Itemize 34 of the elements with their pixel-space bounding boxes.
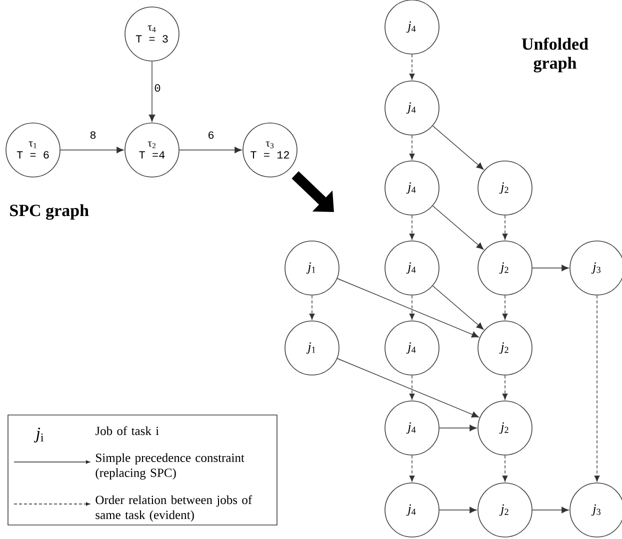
arrow	[148, 61, 156, 122]
arrow	[60, 146, 124, 154]
arrow	[336, 278, 479, 338]
arrow	[502, 455, 508, 482]
edge-label: 6	[206, 130, 216, 140]
arrow	[532, 264, 569, 272]
block-arrow	[292, 171, 334, 212]
title: SPC graph	[10, 204, 89, 220]
arrow	[409, 375, 415, 400]
arrow	[179, 146, 242, 154]
arrow	[409, 135, 415, 160]
arrow	[409, 295, 415, 320]
arrow	[502, 295, 508, 320]
arrow	[336, 358, 479, 418]
arrow	[409, 455, 415, 482]
edge-label: 8	[88, 130, 98, 140]
arrow	[502, 375, 508, 400]
title: Unfolded graph	[522, 38, 588, 72]
arrow	[432, 126, 484, 170]
arrow	[594, 295, 600, 482]
arrow	[409, 54, 415, 80]
arrow	[432, 206, 484, 250]
edge-label: 0	[153, 83, 162, 93]
legend-text: Job of task i	[95, 426, 159, 436]
arrow	[439, 424, 477, 432]
arrow	[309, 295, 315, 320]
arrow	[502, 215, 508, 240]
arrow	[532, 506, 569, 514]
arrow	[409, 215, 415, 240]
legend-text: Order relation between jobs of same task (evident)	[96, 495, 252, 522]
arrow	[432, 286, 484, 330]
arrow	[439, 506, 477, 514]
legend-symbol: j$_{i}$	[34, 428, 44, 442]
legend-text: Simple precedence constraint (replacing SPC)	[96, 453, 244, 480]
